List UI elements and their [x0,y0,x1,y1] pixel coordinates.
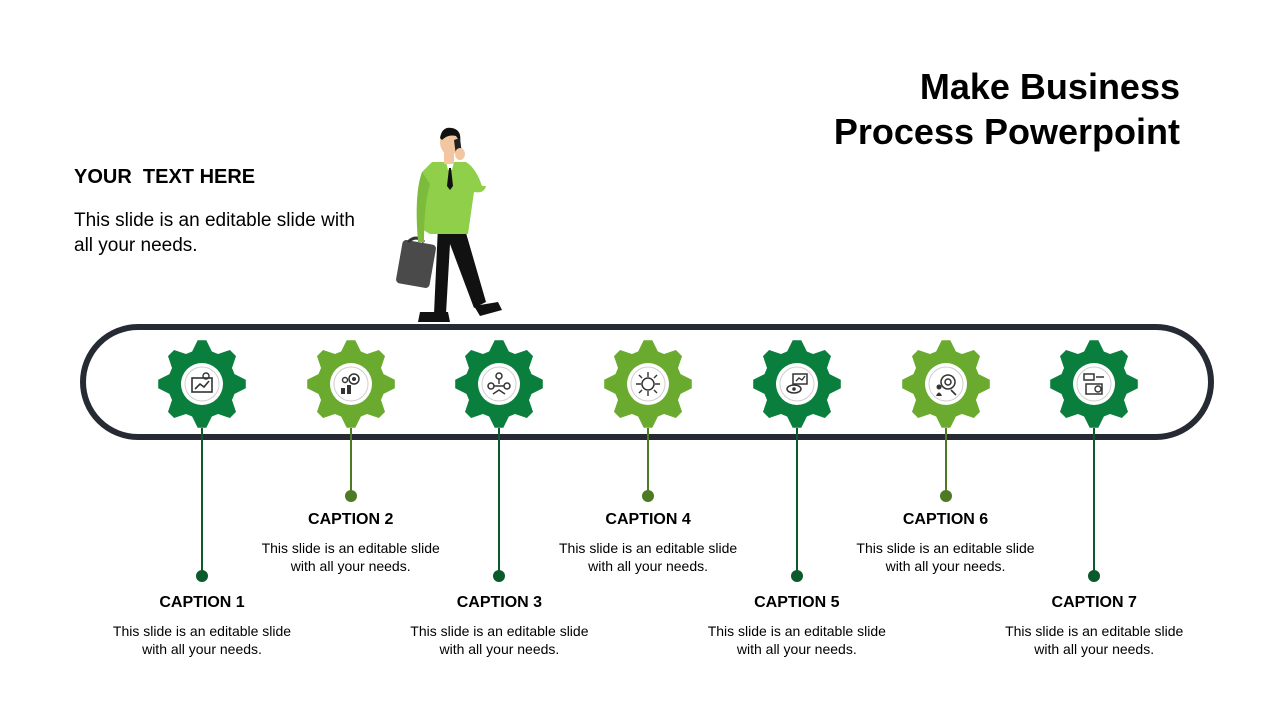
title-line-2: Process Powerpoint [833,111,1180,152]
step-dot-1 [196,570,208,582]
step-gear-3 [454,339,544,429]
step-caption-4: CAPTION 4 This slide is an editable slide… [548,511,748,575]
target-person-icon [935,374,957,396]
step-gear-5 [752,339,842,429]
step-caption-1: CAPTION 1 This slide is an editable slide… [102,594,302,658]
step-gear-1 [157,339,247,429]
caption-text: This slide is an editable slide with all… [558,540,738,574]
step-connector-5 [795,428,798,576]
caption-title: CAPTION 1 [159,594,245,611]
title-line-1: Make Business [919,66,1180,107]
step-caption-3: CAPTION 3 This slide is an editable slide… [399,594,599,658]
caption-title: CAPTION 7 [1051,594,1137,611]
step-caption-5: CAPTION 5 This slide is an editable slide… [697,594,897,658]
caption-text: This slide is an editable slide with all… [856,540,1035,574]
step-caption-2: CAPTION 2 This slide is an editable slide… [251,511,451,575]
target-growth-icon [340,373,360,394]
caption-title: CAPTION 2 [308,511,394,528]
step-connector-2 [349,428,352,496]
caption-title: CAPTION 6 [902,511,989,528]
businessman-figure [396,127,502,322]
step-dot-4 [642,490,655,502]
process-track [80,324,1214,440]
caption-title: CAPTION 3 [456,594,543,611]
presentation-chart-icon [191,372,213,393]
side-heading: YOUR TEXT HERE [74,166,256,188]
step-dot-5 [790,570,803,582]
caption-text: This slide is an editable slide with all… [261,540,440,574]
step-dot-6 [939,490,952,502]
step-connector-4 [647,428,650,496]
step-connector-1 [201,428,203,576]
caption-text: This slide is an editable slide with all… [410,623,589,657]
vision-board-icon [786,373,808,394]
step-caption-6: CAPTION 6 This slide is an editable slide… [846,511,1046,575]
caption-title: CAPTION 4 [605,511,691,528]
side-body: This slide is an editable slide with all… [74,210,355,256]
step-gear-6 [901,339,991,429]
caption-title: CAPTION 5 [754,594,840,611]
step-dot-2 [344,490,357,502]
caption-text: This slide is an editable slide with all… [707,623,886,657]
step-connector-7 [1093,428,1096,576]
process-flow-icon [1083,373,1105,395]
step-dot-7 [1088,570,1101,582]
caption-text: This slide is an editable slide with all… [112,623,292,657]
team-network-icon [487,372,512,395]
step-dot-3 [493,570,506,582]
step-caption-7: CAPTION 7 This slide is an editable slide… [994,594,1194,658]
slide-title: Make Business Process Powerpoint [760,64,1180,154]
brain-arrows-icon [636,372,661,396]
caption-text: This slide is an editable slide with all… [1005,623,1184,657]
step-gear-4 [603,339,693,429]
step-gear-7 [1049,339,1139,429]
step-connector-6 [944,428,947,496]
step-gear-2 [306,339,396,429]
step-connector-3 [498,428,501,576]
